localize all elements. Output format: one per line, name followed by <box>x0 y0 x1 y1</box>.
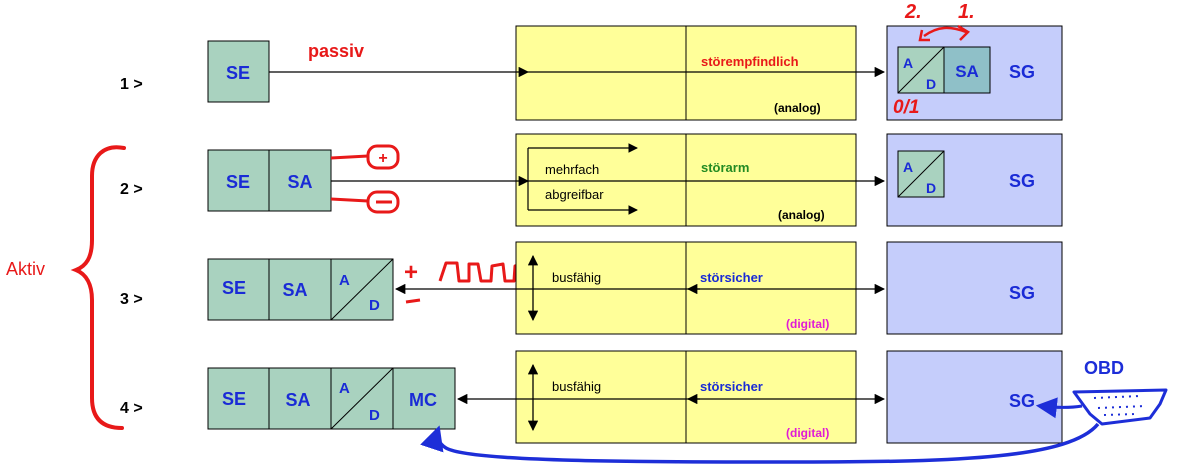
bus-label: busfähig <box>552 379 601 394</box>
aktiv-brace <box>70 145 126 430</box>
branch-label-bottom: abgreifbar <box>545 187 604 202</box>
row-2: 2 > SE SA + störarm (analog) mehrfach ab… <box>120 133 1063 227</box>
passiv-annotation: passiv <box>308 41 364 61</box>
signal-type: (digital) <box>786 426 829 440</box>
ad-label-d: D <box>926 76 936 92</box>
negative-terminal <box>366 190 400 214</box>
ad-label-d: D <box>369 407 380 424</box>
order-arrowhead <box>918 29 930 42</box>
obd-to-sg-arrow <box>1035 397 1083 419</box>
ad-label-a: A <box>339 380 350 397</box>
signal-conditioning-label: SA <box>955 62 979 81</box>
signal-conditioning-box <box>268 367 332 430</box>
signal-conditioning-label: SA <box>282 280 307 300</box>
sensor-element-box <box>207 149 270 212</box>
row-3: 3 > SE SA A D + busfähig störsicher (dig… <box>120 241 1063 335</box>
obd-label: OBD <box>1084 358 1124 378</box>
ad-label-a: A <box>903 159 913 175</box>
minus-annotation <box>405 298 421 304</box>
branch-label-top: mehrfach <box>545 162 599 177</box>
microcontroller-label: MC <box>409 390 437 410</box>
row-number: 3 > <box>120 291 143 308</box>
signal-conditioning-box <box>943 46 991 94</box>
sensor-element-label: SE <box>222 389 246 409</box>
obd-group: OBD <box>420 358 1168 464</box>
sensor-element-label: SE <box>226 63 250 83</box>
sensor-element-label: SE <box>222 278 246 298</box>
positive-terminal <box>366 144 400 170</box>
interference-label: störempfindlich <box>701 54 799 69</box>
control-unit-box <box>886 350 1063 444</box>
negative-lead <box>330 197 369 203</box>
row-4: 4 > SE SA A D MC busfähig störsicher (di… <box>120 350 1063 444</box>
zero-one-annotation: 0/1 <box>893 97 919 118</box>
obd-connector-icon <box>1072 388 1168 426</box>
ad-diagonal <box>330 258 394 321</box>
plus-annotation: + <box>404 259 418 286</box>
positive-lead <box>330 154 369 160</box>
order-arrowhead <box>957 24 971 41</box>
obd-pins <box>1093 395 1147 416</box>
row-1: 1 > SE passiv störempfindlich (analog) A… <box>120 1 1063 121</box>
order-1-annotation: 1. <box>958 1 975 23</box>
obd-to-mc-arrow <box>420 422 1100 464</box>
ad-label-a: A <box>903 55 913 71</box>
ad-diagonal <box>330 367 394 430</box>
order-2-annotation: 2. <box>904 1 922 23</box>
aktiv-label: Aktiv <box>6 259 45 279</box>
microcontroller-box <box>392 367 456 430</box>
signal-type: (digital) <box>786 317 829 331</box>
bus-label: busfähig <box>552 270 601 285</box>
signal-type: (analog) <box>778 208 825 222</box>
interference-label: störsicher <box>700 379 763 394</box>
control-unit-label: SG <box>1009 62 1035 82</box>
signal-conditioning-box <box>268 258 332 321</box>
signal-type: (analog) <box>774 101 821 115</box>
control-unit-box <box>886 241 1063 335</box>
control-unit-label: SG <box>1009 283 1035 303</box>
signal-conditioning-label: SA <box>287 172 312 192</box>
sensor-element-box <box>207 40 270 103</box>
row-number: 4 > <box>120 400 143 417</box>
control-unit-label: SG <box>1009 171 1035 191</box>
ad-label-d: D <box>369 297 380 314</box>
sensor-element-label: SE <box>226 172 250 192</box>
row-number: 2 > <box>120 181 143 198</box>
aktiv-group: Aktiv <box>6 145 126 430</box>
order-arrow <box>923 26 967 38</box>
digital-pulse-annotation <box>438 261 523 283</box>
row-number: 1 > <box>120 76 143 93</box>
ad-label-d: D <box>926 180 936 196</box>
ad-diagonal <box>897 150 945 198</box>
sensor-element-box <box>207 367 270 430</box>
ad-label-a: A <box>339 272 350 289</box>
interference-label: störsicher <box>700 270 763 285</box>
control-unit-label: SG <box>1009 391 1035 411</box>
positive-sign: + <box>378 150 387 167</box>
interference-label: störarm <box>701 160 749 175</box>
ad-diagonal <box>897 46 945 94</box>
signal-conditioning-label: SA <box>285 390 310 410</box>
sensor-element-box <box>207 258 270 321</box>
